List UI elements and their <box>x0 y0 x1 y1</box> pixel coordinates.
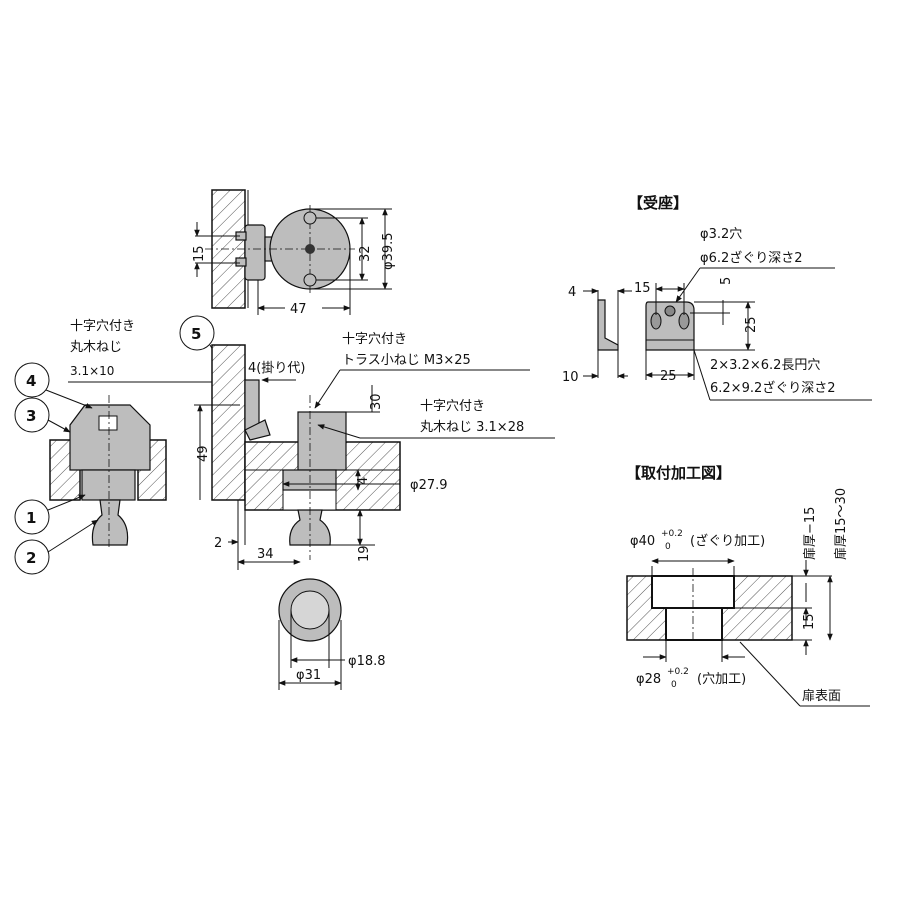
top-view: 15 32 φ39.5 47 <box>192 189 396 317</box>
receiver-detail: 【受座】 φ3.2穴 φ6.2ざぐり深さ2 4 10 15 5 25 25 2×… <box>562 194 872 401</box>
truss-screw-line1: 十字穴付き <box>342 332 407 347</box>
latch-body-side <box>297 411 347 471</box>
dim-4: 4 <box>568 285 576 300</box>
door-surface-label: 扉表面 <box>802 688 841 704</box>
dim-34: 34 <box>257 547 274 562</box>
counterbore-tol-plus: +0.2 <box>661 529 683 539</box>
dim-5: 5 <box>719 277 734 285</box>
knob <box>91 499 129 546</box>
receiver-side <box>597 299 619 351</box>
dim-diameter-18-8: φ18.8 <box>348 654 386 669</box>
slot-label-line1: 2×3.2×6.2長円穴 <box>710 358 820 373</box>
slot-label-line2: 6.2×9.2ざぐり深さ2 <box>710 380 836 396</box>
dim-25-vertical: 25 <box>744 316 759 333</box>
dim-4: 4 <box>356 477 371 485</box>
dim-15: 15 <box>634 281 651 296</box>
dim-15: 15 <box>802 613 817 630</box>
dim-49: 49 <box>196 445 211 462</box>
receiver-bracket <box>244 379 260 431</box>
dim-diameter-31: φ31 <box>296 668 321 683</box>
dim-25-horizontal: 25 <box>660 369 677 384</box>
counterbore-diameter: φ40 <box>630 534 655 549</box>
svg-text:1: 1 <box>26 509 36 527</box>
screw-label-line2: 丸木ねじ <box>70 340 122 355</box>
thickness-minus-15: 扉厚−15 <box>802 507 818 560</box>
callout-3: 3 <box>14 397 50 433</box>
dim-32: 32 <box>358 245 373 262</box>
bracket <box>244 224 266 281</box>
dim-19: 19 <box>357 545 372 562</box>
callout-1: 1 <box>14 499 50 535</box>
callout-5: 5 <box>179 315 215 351</box>
wood-screw-line1: 十字穴付き <box>420 399 485 414</box>
counterbore-note: (ざぐり加工) <box>690 533 765 549</box>
latch-body <box>69 404 151 471</box>
truss-screw-line2: トラス小ねじ M3×25 <box>342 353 471 368</box>
svg-text:4: 4 <box>26 372 36 390</box>
callout-2: 2 <box>14 539 50 575</box>
svg-text:5: 5 <box>191 325 201 343</box>
hole-tol-zero: 0 <box>671 680 677 690</box>
screw-hole-icon <box>303 211 317 225</box>
side-view: 4(掛り代) 十字穴付き トラス小ねじ M3×25 十字穴付き 丸木ねじ 3.1… <box>194 332 555 570</box>
svg-text:2: 2 <box>26 549 36 567</box>
mounting-detail: 【取付加工図】 φ40 +0.2 0 (ざぐり加工) φ28 +0.2 0 (穴… <box>626 464 870 707</box>
hole-label-line1: φ3.2穴 <box>700 227 742 242</box>
dim-30: 30 <box>369 393 384 410</box>
dim-diameter-39-5: φ39.5 <box>381 232 396 270</box>
bottom-view: φ18.8 φ31 <box>278 578 386 690</box>
screw-size: 3.1×10 <box>70 364 114 378</box>
thickness-range: 扉厚15〜30 <box>833 488 849 560</box>
hole-note: (穴加工) <box>697 672 746 687</box>
dim-47: 47 <box>290 302 307 317</box>
dim-15: 15 <box>192 245 207 262</box>
hole-tol-plus: +0.2 <box>667 667 689 677</box>
overlap-label: 4(掛り代) <box>248 361 305 376</box>
dim-diameter-27-9: φ27.9 <box>410 478 448 493</box>
screw-hole-icon <box>303 273 317 287</box>
center-screw-icon <box>305 244 315 254</box>
hole-label-line2: φ6.2ざぐり深さ2 <box>700 250 803 266</box>
screw-label-line1: 十字穴付き <box>70 319 135 334</box>
mounting-title: 【取付加工図】 <box>626 464 731 482</box>
receiver-title: 【受座】 <box>628 194 688 212</box>
counterbore-tol-zero: 0 <box>665 542 671 552</box>
svg-text:3: 3 <box>26 407 36 425</box>
callout-4: 4 <box>14 362 50 398</box>
hole-diameter: φ28 <box>636 672 661 687</box>
wood-screw-line2: 丸木ねじ 3.1×28 <box>420 420 524 435</box>
dim-2: 2 <box>214 536 222 551</box>
left-assembly: 十字穴付き 丸木ねじ 3.1×10 4 3 1 2 5 <box>14 315 245 575</box>
dim-10: 10 <box>562 370 579 385</box>
